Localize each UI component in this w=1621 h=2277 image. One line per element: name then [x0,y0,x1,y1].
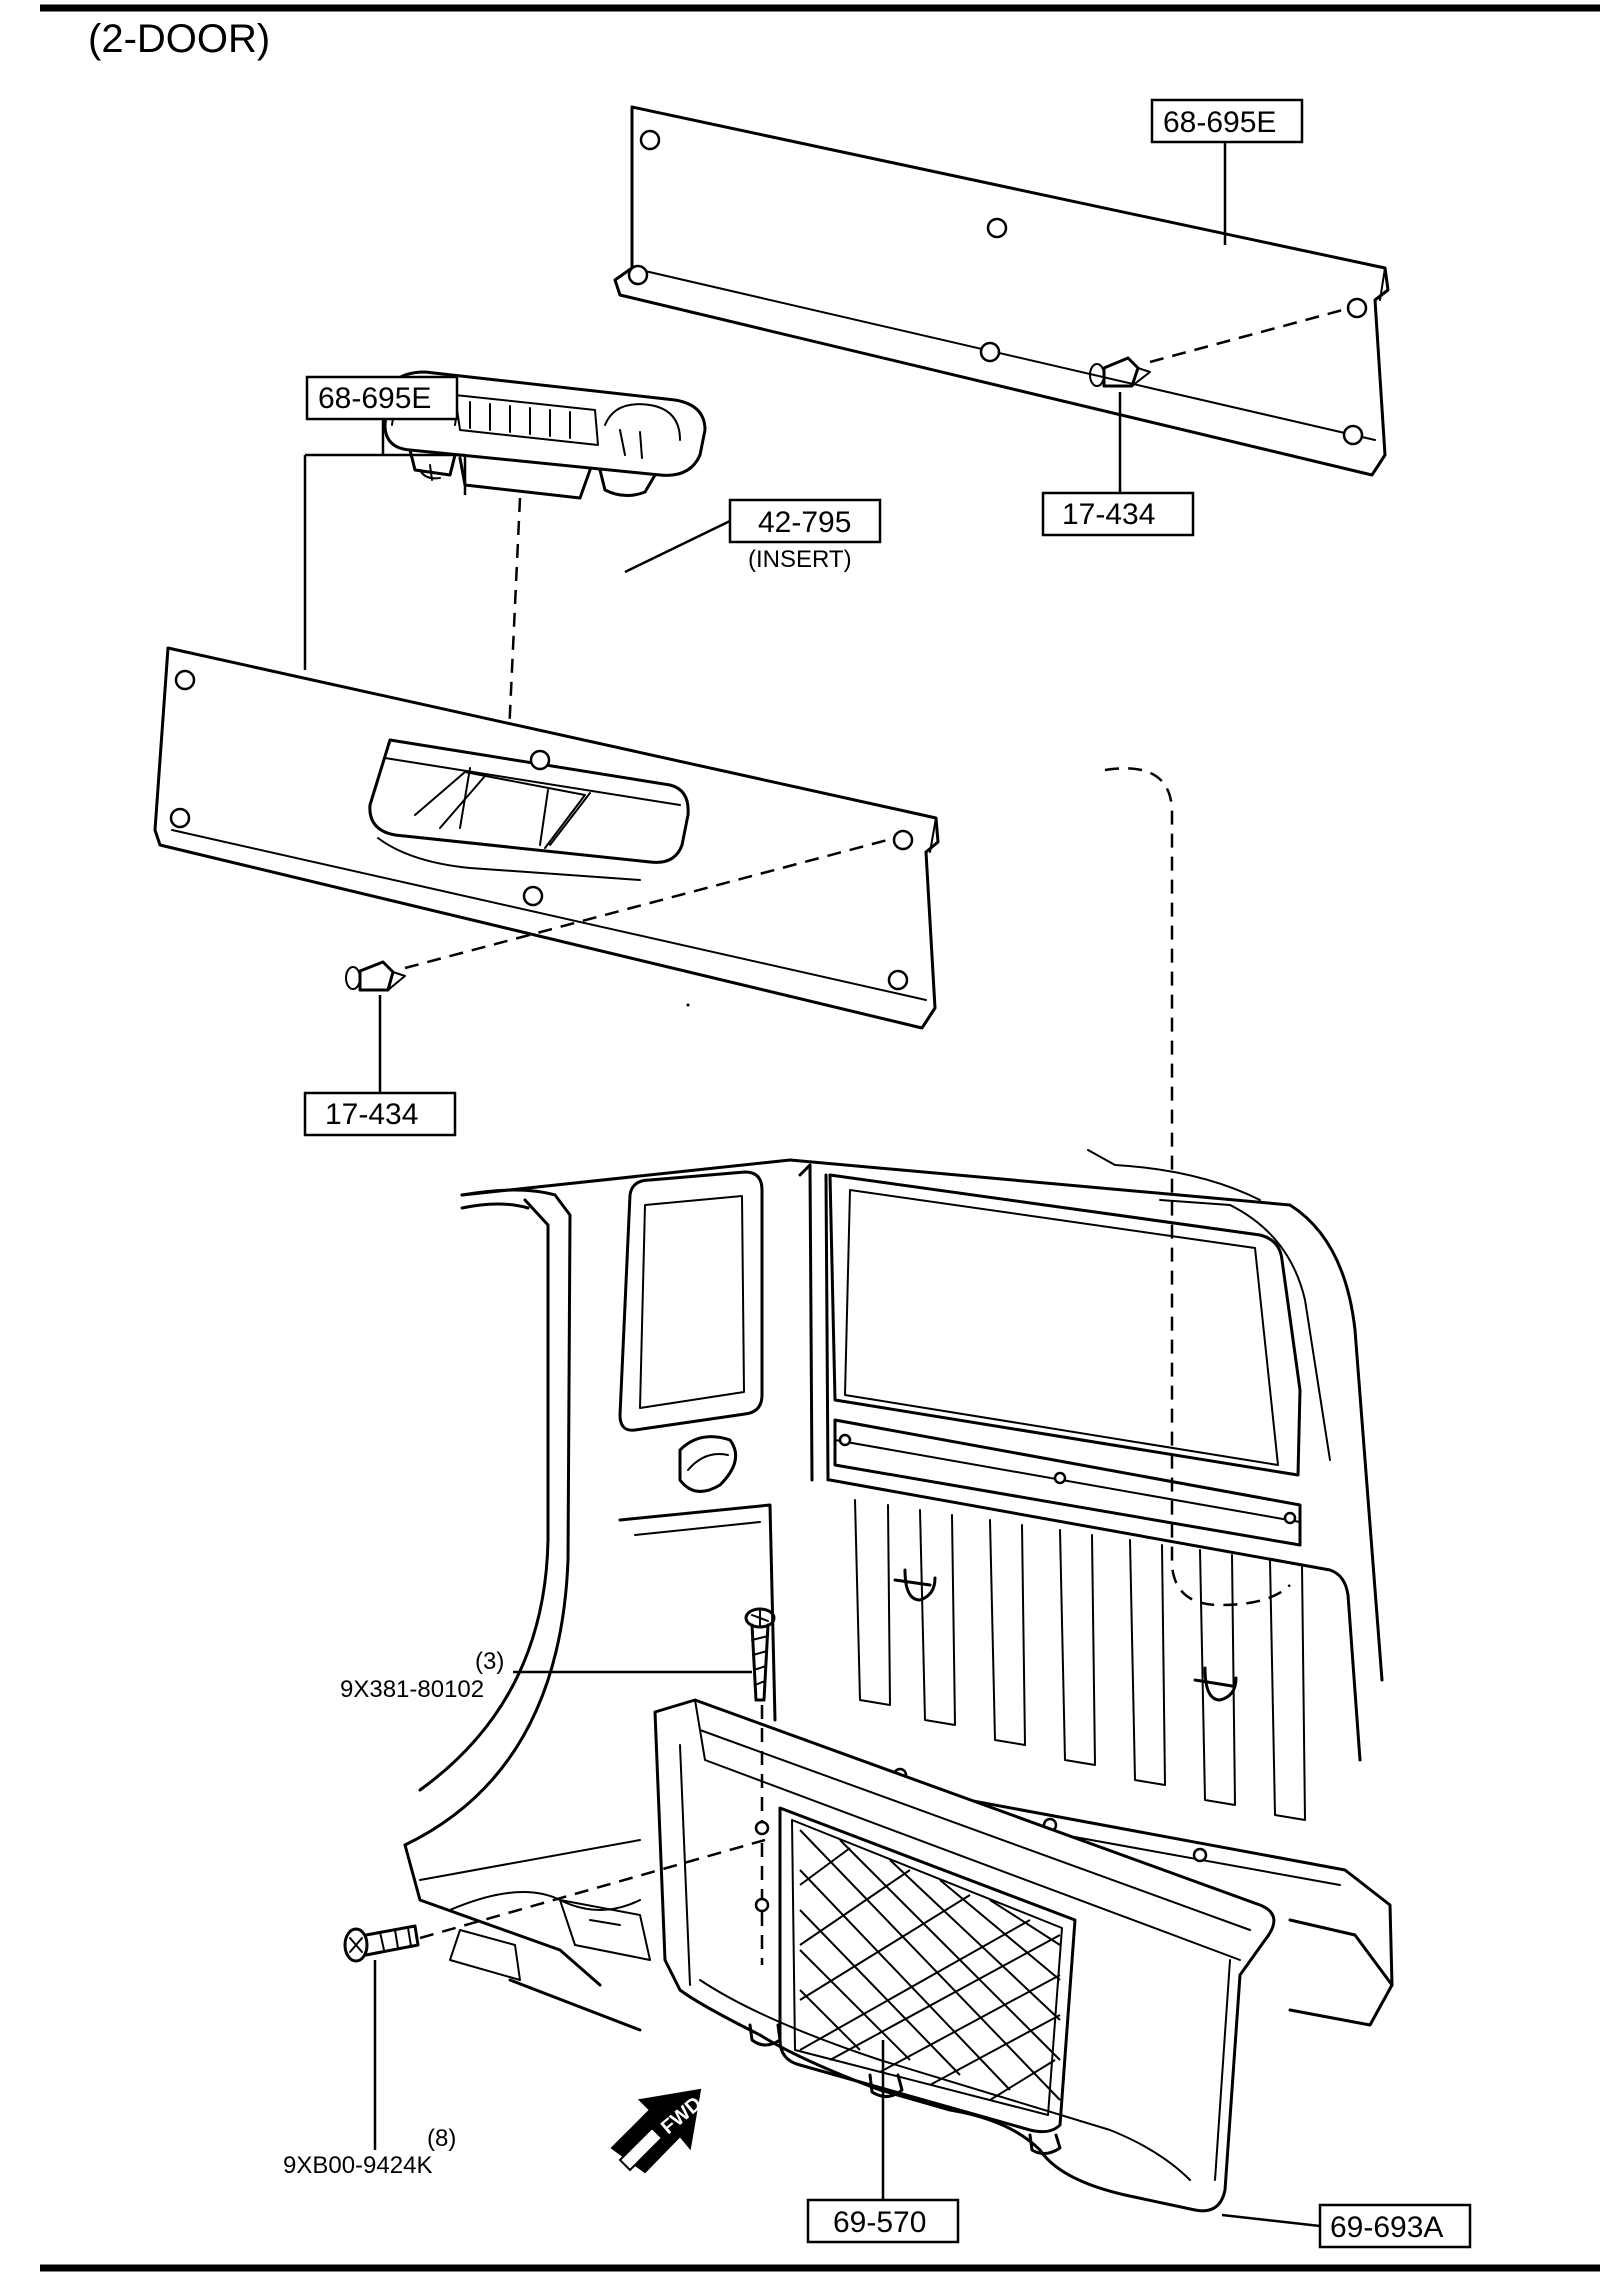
panel-routing-dashed-path [1104,767,1291,1607]
callout-bolt: (8) 9XB00-9424K [283,2125,456,2179]
push-clip-icon [1089,356,1151,388]
svg-text:17-434: 17-434 [325,1098,418,1131]
svg-text:17-434: 17-434 [1062,498,1155,531]
callout-net: 69-570 [806,2198,960,2244]
callout-upper-panel: 68-695E [1150,98,1304,144]
clip-lower-dashed-path [404,836,896,970]
insert-dashed-path [503,497,522,821]
svg-text:68-695E: 68-695E [318,382,431,415]
cab-interior [403,1149,1394,2032]
insert-note: (INSERT) [748,546,852,573]
bolt-dashed-path [419,1838,766,1940]
callout-clip-upper: 17-434 [1041,491,1195,537]
upper-trim-panel [613,105,1390,477]
clip-upper-dashed-path [1149,306,1351,364]
callout-insert: 42-795 [728,498,882,544]
leader-trim [1221,2213,1321,2228]
svg-text:69-570: 69-570 [833,2206,926,2239]
screw-icon [343,1924,420,1963]
push-clip-icon [345,960,406,992]
stray-dot [686,1003,690,1007]
svg-text:68-695E: 68-695E [1163,106,1276,139]
lower-trim-panel [153,646,940,1030]
svg-text:9XB00-9424K: 9XB00-9424K [283,2152,432,2179]
storage-net [799,1829,1061,2101]
leader-insert [624,519,731,574]
svg-text:9X381-80102: 9X381-80102 [340,1676,484,1703]
leader-lower-panel [303,419,467,670]
screw-hole [754,1820,770,1836]
callout-screw: (3) 9X381-80102 [340,1648,504,1703]
callout-clip-lower: 17-434 [303,1091,457,1137]
callout-trim: 69-693A [1318,2203,1472,2249]
svg-text:69-693A: 69-693A [1330,2211,1443,2244]
callout-lower-panel: 68-695E [305,375,459,421]
svg-text:(3): (3) [475,1648,504,1675]
diagram-title: (2-DOOR) [88,17,270,61]
screw-icon [744,1607,776,1702]
svg-text:(8): (8) [427,2125,456,2152]
screw-hole [754,1897,770,1913]
fwd-arrow-icon: FWD [610,2088,706,2174]
panel-feet [748,2023,1062,2155]
bed-trim-panel [653,1698,1276,2213]
svg-text:42-795: 42-795 [758,506,851,539]
